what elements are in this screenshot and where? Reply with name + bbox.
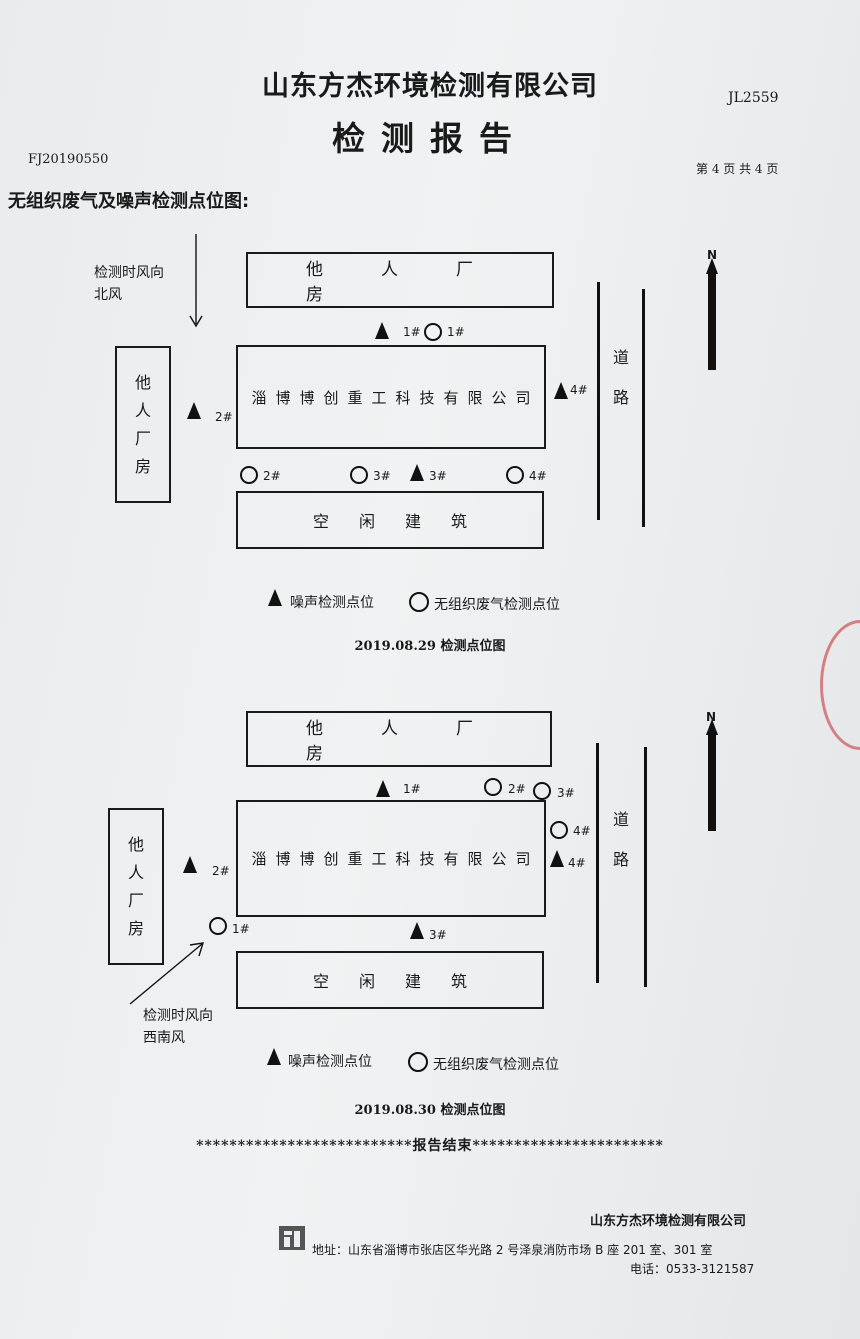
gas-point-marker	[209, 917, 227, 935]
gas-point-marker	[484, 778, 502, 796]
other-factory-top: 他人厂房	[246, 711, 552, 767]
legend-noise-label: 噪声检测点位	[290, 595, 374, 611]
wind-label-text: 检测时风向	[94, 265, 164, 281]
legend-noise-icon	[267, 1048, 281, 1065]
wind-label: 检测时风向 北风	[94, 262, 164, 306]
side-char: 房	[127, 918, 144, 938]
report-title: 检测报告	[332, 119, 528, 158]
side-char: 房	[134, 456, 151, 476]
gas-point-label: 4#	[573, 824, 591, 838]
legend-noise-icon	[268, 589, 282, 606]
page-number: 第 4 页 共 4 页	[696, 162, 779, 176]
north-arrow-icon	[706, 719, 718, 831]
road-char: 道	[612, 810, 629, 829]
gas-point-label: 3#	[373, 469, 391, 483]
wind-label: 检测时风向 西南风	[143, 1005, 213, 1049]
gas-point-label: 1#	[232, 922, 250, 936]
report-number: FJ20190550	[28, 152, 109, 167]
road-char: 路	[612, 388, 629, 407]
gas-point-label: 3#	[557, 786, 575, 800]
noise-point-marker	[410, 464, 424, 481]
diagram-caption: 2019.08.29 检测点位图	[354, 639, 506, 654]
legend-noise-label: 噪声检测点位	[288, 1054, 372, 1070]
noise-point-marker	[554, 382, 568, 399]
side-char: 厂	[134, 428, 151, 448]
section-title: 无组织废气及噪声检测点位图:	[8, 191, 250, 212]
empty-building: 空闲建筑	[236, 951, 544, 1009]
road-label: 道 路	[611, 800, 631, 880]
gas-point-label: 4#	[529, 469, 547, 483]
legend-gas-icon	[409, 592, 429, 612]
side-char: 人	[127, 862, 144, 882]
noise-point-marker	[376, 780, 390, 797]
wind-direction: 北风	[94, 287, 122, 303]
side-char: 人	[134, 400, 151, 420]
road-line-right	[644, 747, 647, 987]
gas-point-label: 2#	[508, 782, 526, 796]
noise-point-label: 4#	[568, 856, 586, 870]
noise-point-label: 1#	[403, 782, 421, 796]
report-end-line: **************************报告结束**********…	[196, 1138, 664, 1154]
wind-arrow-icon	[189, 234, 203, 328]
noise-point-marker	[550, 850, 564, 867]
noise-point-label: 3#	[429, 928, 447, 942]
wind-label-text: 检测时风向	[143, 1008, 213, 1024]
noise-point-label: 3#	[429, 469, 447, 483]
company-building: 淄博博创重工科技有限公司	[236, 800, 546, 917]
side-char: 他	[134, 372, 151, 392]
north-label: N	[707, 248, 718, 262]
gas-point-label: 2#	[263, 469, 281, 483]
footer-phone: 电话：0533-3121587	[630, 1262, 755, 1276]
gas-point-marker	[350, 466, 368, 484]
diagram-caption: 2019.08.30 检测点位图	[354, 1103, 506, 1118]
noise-point-marker	[183, 856, 197, 873]
noise-point-label: 1#	[403, 325, 421, 339]
noise-point-marker	[375, 322, 389, 339]
road-label: 道 路	[611, 338, 631, 418]
empty-building: 空闲建筑	[236, 491, 544, 549]
other-factory-side: 他 人 厂 房	[108, 808, 164, 965]
road-char: 路	[612, 850, 629, 869]
company-logo-icon	[279, 1226, 305, 1250]
noise-point-marker	[187, 402, 201, 419]
other-factory-side: 他 人 厂 房	[115, 346, 171, 503]
legend-gas-icon	[408, 1052, 428, 1072]
wind-direction: 西南风	[143, 1030, 185, 1046]
legend-gas-label: 无组织废气检测点位	[433, 1057, 559, 1073]
footer-company: 山东方杰环境检测有限公司	[590, 1214, 747, 1229]
wind-arrow-icon	[129, 942, 204, 1005]
gas-point-marker	[550, 821, 568, 839]
gas-point-marker	[240, 466, 258, 484]
side-char: 他	[127, 834, 144, 854]
gas-point-marker	[506, 466, 524, 484]
road-line-left	[597, 282, 600, 520]
gas-point-marker	[424, 323, 442, 341]
noise-point-label: 2#	[212, 864, 230, 878]
noise-point-label: 4#	[570, 383, 588, 397]
company-title: 山东方杰环境检测有限公司	[262, 71, 598, 102]
footer-address: 地址：山东省淄博市张店区华光路 2 号泽泉消防市场 B 座 201 室、301 …	[312, 1243, 713, 1257]
gas-point-marker	[533, 782, 551, 800]
road-char: 道	[612, 348, 629, 367]
north-label: N	[706, 710, 717, 724]
north-arrow-icon	[706, 258, 718, 370]
noise-point-label: 2#	[215, 410, 233, 424]
company-building: 淄博博创重工科技有限公司	[236, 345, 546, 449]
legend-gas-label: 无组织废气检测点位	[434, 597, 560, 613]
road-line-left	[596, 743, 599, 983]
doc-code: JL2559	[728, 90, 779, 106]
road-line-right	[642, 289, 645, 527]
side-char: 厂	[127, 890, 144, 910]
other-factory-top: 他人厂房	[246, 252, 554, 308]
gas-point-label: 1#	[447, 325, 465, 339]
noise-point-marker	[410, 922, 424, 939]
